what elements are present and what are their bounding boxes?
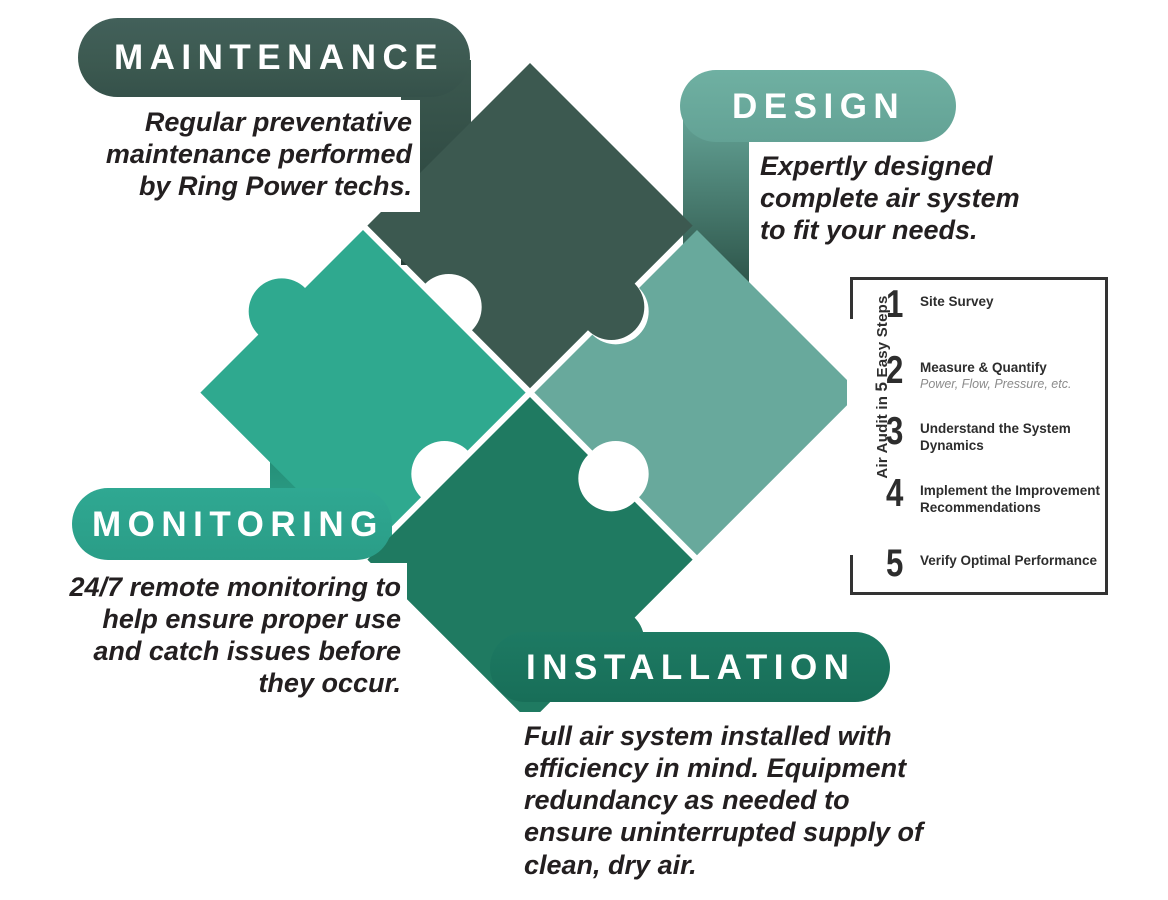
step-item: 4 Implement the Improvement Recommendati… <box>886 472 1102 516</box>
monitoring-description: 24/7 remote monitoring to help ensure pr… <box>50 563 407 710</box>
step-number: 1 <box>886 283 903 326</box>
design-piece <box>534 230 860 556</box>
design-title: DESIGN <box>732 86 906 126</box>
step-title: Verify Optimal Performance <box>920 553 1098 569</box>
installation-title: INSTALLATION <box>526 647 856 687</box>
step-item: 3 Understand the System Dynamics <box>886 410 1102 454</box>
step-title: Understand the System Dynamics <box>920 421 1071 453</box>
step-number: 5 <box>886 542 903 586</box>
step-title: Measure & Quantify <box>920 359 1047 375</box>
step-item: 1 Site Survey <box>886 283 1102 326</box>
steps-list: 1 Site Survey 2 Measure & Quantify Power… <box>886 283 1102 589</box>
installation-description: Full air system installed with efficienc… <box>520 712 930 891</box>
step-item: 5 Verify Optimal Performance <box>886 542 1102 586</box>
design-description: Expertly designed complete air system to… <box>752 144 1044 257</box>
monitoring-banner[interactable]: MONITORING <box>72 488 392 560</box>
air-audit-steps-panel: Air Audit in 5 Easy Steps 1 Site Survey … <box>847 277 1108 595</box>
steps-panel-border-gap <box>847 319 854 555</box>
step-title: Site Survey <box>920 294 994 309</box>
design-banner[interactable]: DESIGN <box>680 70 956 142</box>
step-number: 4 <box>886 472 903 516</box>
step-number: 3 <box>886 410 903 454</box>
maintenance-title: MAINTENANCE <box>114 38 445 77</box>
maintenance-banner[interactable]: MAINTENANCE <box>78 18 470 97</box>
step-title: Implement the Improvement Recommendation… <box>920 483 1101 515</box>
step-number: 2 <box>886 348 903 392</box>
maintenance-description: Regular preventative maintenance perform… <box>66 100 420 213</box>
monitoring-title: MONITORING <box>92 504 384 544</box>
step-item: 2 Measure & Quantify Power, Flow, Pressu… <box>886 348 1102 392</box>
step-subtitle: Power, Flow, Pressure, etc. <box>920 377 1072 392</box>
installation-banner[interactable]: INSTALLATION <box>490 632 890 702</box>
